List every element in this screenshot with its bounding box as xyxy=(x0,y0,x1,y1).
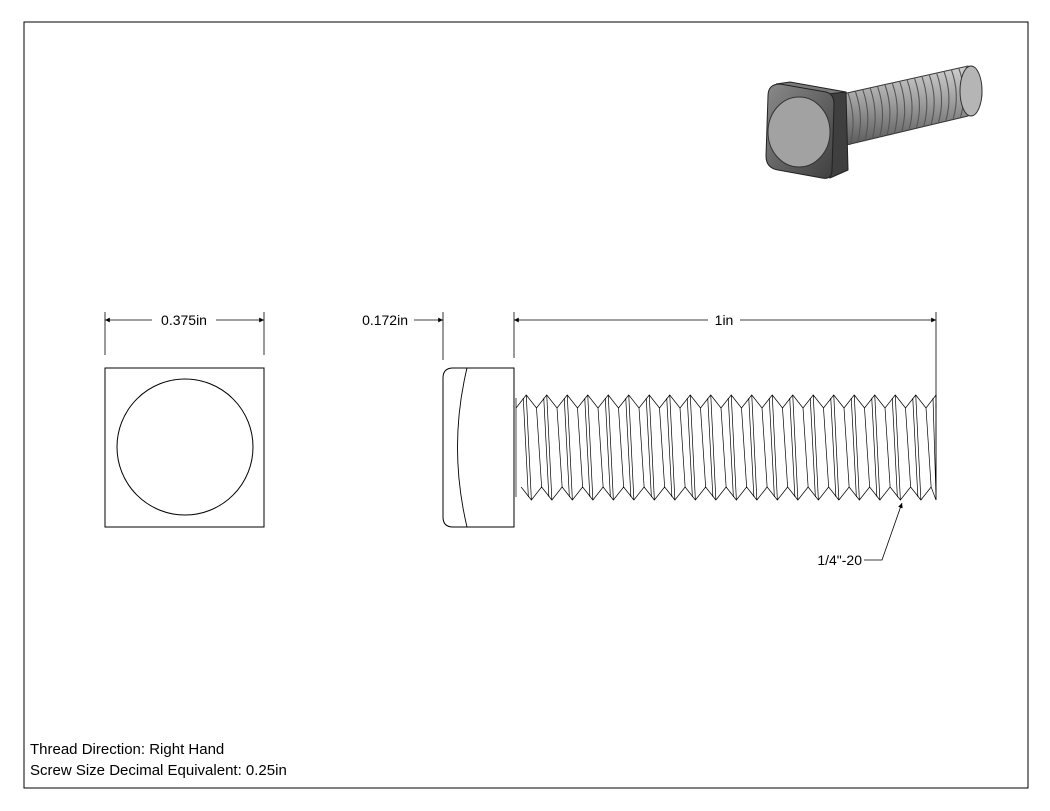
render-thread-ring xyxy=(869,87,876,140)
thread-top-profile xyxy=(515,393,937,409)
front-view-square xyxy=(104,367,265,528)
render-thread-ring xyxy=(928,74,935,125)
dimension-head-height: 0.172in xyxy=(362,312,515,360)
dimension-length: 1in xyxy=(514,312,937,398)
render-thread-ring xyxy=(921,75,928,127)
side-view-threads xyxy=(515,393,937,501)
render-thread-ring xyxy=(847,92,854,146)
render-thread-ring xyxy=(943,70,950,121)
isometric-render xyxy=(765,65,983,179)
note-decimal-equivalent: Screw Size Decimal Equivalent: 0.25in xyxy=(30,762,287,779)
dimension-head-width-label: 0.375in xyxy=(161,312,207,328)
dimension-head-width: 0.375in xyxy=(104,312,265,355)
render-thread-ring xyxy=(899,81,906,133)
front-view-circle xyxy=(116,378,254,516)
render-thread-ring xyxy=(935,72,943,123)
notes-block: Thread Direction: Right Hand Screw Size … xyxy=(24,741,566,789)
render-thread-ring xyxy=(950,69,957,119)
thread-bottom-profile xyxy=(520,486,937,501)
render-thread-ring xyxy=(906,79,913,131)
render-shaft-tip xyxy=(959,65,983,117)
render-thread-ring xyxy=(876,86,884,138)
note-thread-direction: Thread Direction: Right Hand xyxy=(30,741,224,758)
render-thread-ring xyxy=(891,82,898,134)
render-head-dome xyxy=(767,96,831,168)
thread-flank-lines xyxy=(522,394,937,501)
thread-callout: 1/4"-20 xyxy=(817,502,903,568)
side-view-head xyxy=(442,367,515,528)
dimension-head-height-label: 0.172in xyxy=(362,312,408,328)
dimension-length-label: 1in xyxy=(715,312,734,328)
thread-callout-label: 1/4"-20 xyxy=(817,552,862,568)
render-thread-ring xyxy=(862,89,869,142)
render-threads xyxy=(847,65,972,146)
render-thread-ring xyxy=(913,77,920,129)
render-thread-ring xyxy=(884,84,891,136)
render-thread-ring xyxy=(854,91,861,144)
front-view xyxy=(104,367,265,528)
